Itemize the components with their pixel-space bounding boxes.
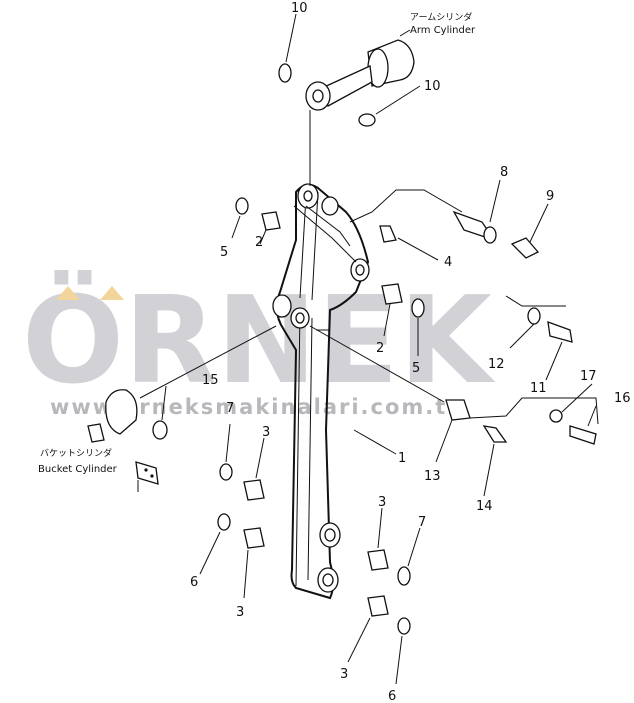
- arm-cylinder: [305, 29, 415, 111]
- bushing-2-top: [261, 211, 281, 231]
- part-number-3: 3: [236, 605, 244, 620]
- part-number-1: 1: [398, 451, 406, 466]
- part-number-6: 6: [388, 689, 396, 703]
- seal-6-left: [217, 513, 231, 531]
- arm-cylinder-label-jp: アームシリンダ: [410, 11, 472, 23]
- part-number-9: 9: [546, 189, 554, 204]
- part-number-5: 5: [412, 361, 420, 376]
- seal-7-right: [397, 566, 411, 586]
- seal-7-left: [219, 463, 233, 481]
- part-number-7: 7: [418, 515, 426, 530]
- seal-5-top: [235, 197, 249, 215]
- part-number-14: 14: [476, 499, 493, 514]
- part-number-16: 16: [614, 391, 631, 406]
- bucket-cylinder-label-jp: バケットシリンダ: [40, 447, 112, 459]
- part-number-10: 10: [424, 79, 441, 94]
- part-number-2: 2: [255, 235, 263, 250]
- watermark-accent: [56, 286, 80, 300]
- arm-cylinder-label: Arm Cylinder: [410, 25, 476, 36]
- part-number-6: 6: [190, 575, 198, 590]
- part-number-3: 3: [340, 667, 348, 682]
- bushing-2-mid: [381, 283, 403, 305]
- part-number-15: 15: [202, 373, 219, 388]
- bushing-3-b: [243, 527, 265, 549]
- bushing-3-d: [367, 595, 389, 617]
- part-number-10: 10: [291, 1, 308, 16]
- fitting-4: [379, 225, 397, 243]
- washer-15: [152, 420, 168, 440]
- seal-6-right: [397, 617, 411, 635]
- watermark-accent: [100, 286, 124, 300]
- seal-10-right: [358, 113, 376, 127]
- pins-and-bushings: [152, 63, 597, 635]
- part-number-11: 11: [530, 381, 547, 396]
- part-number-17: 17: [580, 369, 597, 384]
- seal-5-mid: [411, 298, 425, 318]
- arm-body: [272, 110, 370, 600]
- bolt-16: [569, 425, 597, 445]
- part-number-8: 8: [500, 165, 508, 180]
- part-number-2: 2: [376, 341, 384, 356]
- part-number-7: 7: [226, 401, 234, 416]
- bushing-3-c: [367, 549, 389, 571]
- washer-17: [549, 409, 563, 423]
- bushing-3-a: [243, 479, 265, 501]
- part-number-4: 4: [444, 255, 452, 270]
- seal-10-top: [278, 63, 292, 83]
- watermark: ÖRNEK www.orneksmakinalari.com.tr: [22, 271, 496, 419]
- part-number-3: 3: [262, 425, 270, 440]
- bucket-cylinder: [87, 389, 159, 485]
- bolt-11: [547, 321, 573, 343]
- washer-12: [527, 307, 541, 325]
- part-number-13: 13: [424, 469, 441, 484]
- watermark-brand: ÖRNEK: [22, 271, 496, 411]
- fitting-14: [482, 425, 508, 443]
- part-number-12: 12: [488, 357, 505, 372]
- part-number-3: 3: [378, 495, 386, 510]
- part-number-5: 5: [220, 245, 228, 260]
- bucket-cylinder-label: Bucket Cylinder: [38, 464, 118, 475]
- leader-lines: [137, 13, 599, 685]
- grease-fitting-9: [510, 237, 540, 259]
- callout-labels: アームシリンダ Arm Cylinder バケットシリンダ Bucket Cyl…: [38, 1, 631, 703]
